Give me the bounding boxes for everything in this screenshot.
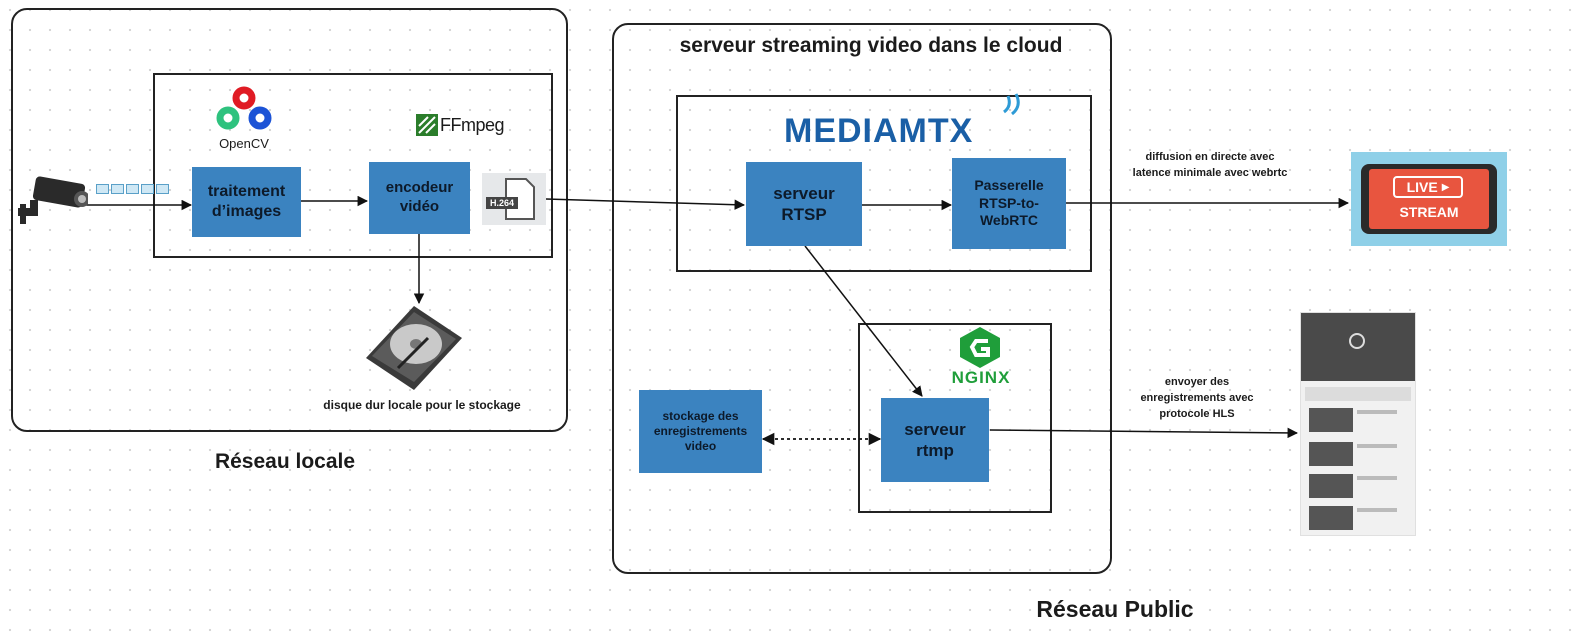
cloud-server-title: serveur streaming video dans le cloud [679,34,1063,57]
disk-caption: disque dur locale pour le stockage [323,398,521,412]
play-button-icon [1349,333,1365,349]
opencv-logo [216,86,272,130]
hls-note: envoyer des enregistrements avec protoco… [1140,376,1254,420]
rtsp-webrtc-gateway-box: Passerelle RTSP-to-WebRTC [952,158,1066,249]
ffmpeg-logo-text: FFmpeg [440,115,505,135]
play-icon: ▶ [1441,181,1450,193]
arrow-h264-to-rtsp [545,198,746,210]
video-player-mockup [1300,312,1416,536]
mediamtx-logo-text: MEDIAMTX [784,112,974,150]
live-stream-icon: LIVE ▶ STREAM [1351,152,1507,246]
opencv-logo-text: OpenCV [219,136,269,151]
hard-disk-icon [366,306,462,390]
video-frames-icon [96,184,169,194]
nginx-frame [858,323,1052,513]
webrtc-note: diffusion en directe avec latence minima… [1132,151,1288,179]
mediamtx-frame [676,95,1092,272]
stream-badge-text: STREAM [1399,204,1459,220]
rtsp-server-box: serveur RTSP [746,162,862,246]
arrow-rtmp-to-player [989,427,1299,439]
nginx-logo-text: NGINX [951,368,1011,387]
player-screen [1301,313,1415,381]
public-network-label: Réseau Public [1036,596,1194,622]
ffmpeg-icon [416,114,438,136]
video-encoder-box: encodeur vidéo [369,162,470,234]
h264-badge: H.264 [486,197,519,209]
live-badge-text: LIVE [1406,179,1438,195]
arrow-rtsp-to-rtmp [804,245,923,397]
cloud-server-frame [612,23,1112,574]
processing-frame [153,73,553,258]
live-badge: LIVE ▶ [1393,176,1463,198]
signal-waves-icon [1003,93,1020,116]
mediamtx-logo: MEDIAMTX [784,93,1029,154]
image-processing-box: traitement d’images [192,167,301,237]
local-network-frame [11,8,568,432]
recordings-storage-box: stockage des enregistrements video [639,390,762,473]
h264-file-icon: H.264 [482,173,546,225]
local-network-label: Réseau locale [214,450,356,473]
security-camera-icon [18,176,88,224]
nginx-logo-icon [960,327,1000,368]
rtmp-server-box: serveur rtmp [881,398,989,482]
